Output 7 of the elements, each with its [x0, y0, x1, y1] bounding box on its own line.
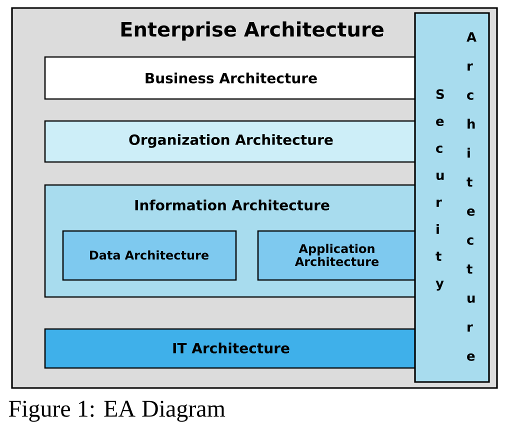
layer-box: Business Architecture — [44, 56, 419, 100]
component-box: Application Architecture — [257, 230, 417, 281]
layer-box: IT Architecture — [44, 328, 419, 369]
vertical-band: Security Architecture — [414, 12, 490, 383]
layer-box: Organization Architecture — [44, 120, 419, 163]
component-box: Data Architecture — [62, 230, 237, 281]
caption: Figure 1: EA Diagram — [8, 400, 226, 422]
